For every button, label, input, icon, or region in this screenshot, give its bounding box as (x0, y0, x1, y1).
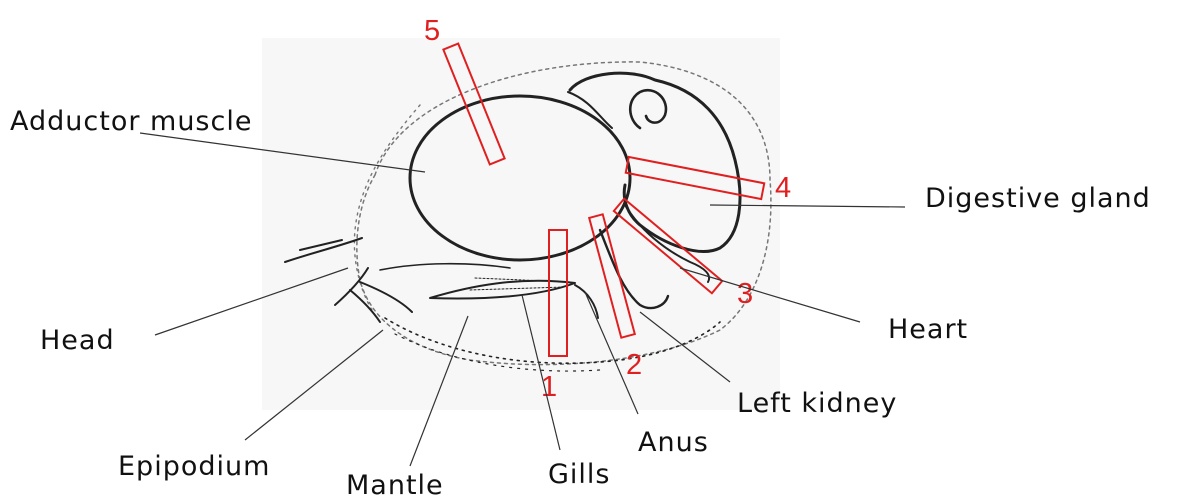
label-adductor-muscle: Adductor muscle (10, 106, 252, 137)
label-digestive-gland: Digestive gland (925, 183, 1151, 214)
label-anus: Anus (638, 427, 709, 458)
label-epipodium: Epipodium (118, 451, 270, 482)
label-heart: Heart (888, 314, 968, 345)
label-mantle: Mantle (346, 470, 444, 499)
label-left-kidney: Left kidney (737, 388, 897, 419)
section-number-3: 3 (737, 278, 753, 310)
section-number-2: 2 (626, 349, 642, 381)
section-number-1: 1 (541, 371, 557, 403)
section-number-5: 5 (424, 15, 440, 47)
label-head: Head (40, 325, 115, 356)
section-number-4: 4 (775, 172, 791, 204)
label-gills: Gills (548, 459, 611, 490)
sketch-background (262, 38, 780, 410)
